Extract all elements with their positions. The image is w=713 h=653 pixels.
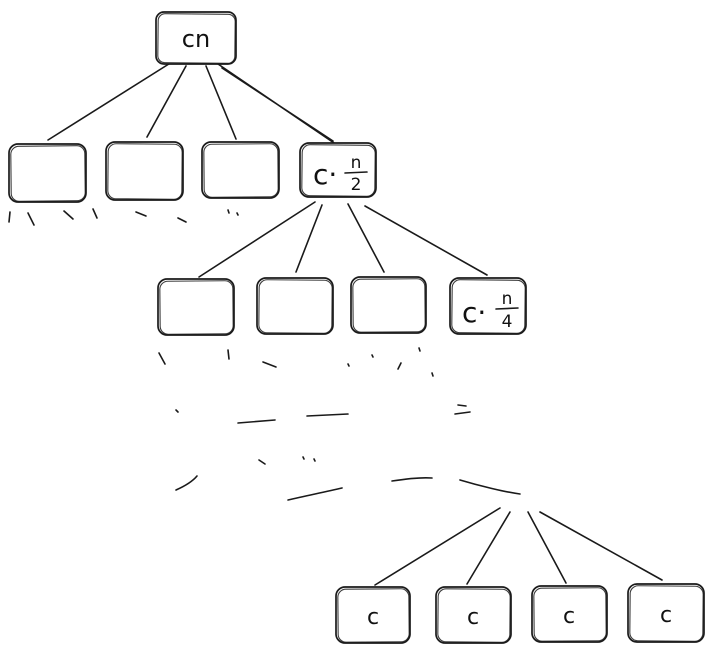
level2-node-4-denominator: 4 [502, 312, 513, 332]
leaf-node-2: c [435, 586, 512, 644]
level1-node-4-denominator: 2 [351, 175, 362, 195]
edges-root [47, 61, 338, 146]
level2-row: c· n 4 [157, 276, 527, 336]
level2-node-2 [256, 277, 334, 335]
edge-leaf-3 [527, 511, 567, 584]
leaf-row: c c c c [335, 583, 705, 644]
svg-text:c: c [563, 604, 575, 629]
level1-node-4: c· n 2 [299, 142, 377, 198]
level1-node-1 [8, 143, 87, 203]
svg-text:c: c [367, 605, 379, 630]
level2-node-4: c· n 4 [449, 277, 527, 335]
svg-text:c: c [660, 603, 672, 628]
leaf-node-3: c [531, 585, 608, 643]
edge-leaf-2 [466, 511, 511, 585]
root-label: cn [182, 25, 210, 53]
edge-root-4 [217, 63, 338, 146]
level1-node-3 [201, 141, 280, 199]
edge-leaf-4 [539, 511, 663, 581]
leaf-node-4: c [627, 583, 705, 643]
edge-root-2 [146, 65, 187, 138]
continuation-marks-level2 [158, 347, 471, 501]
level2-node-4-prefix: c· [462, 296, 486, 329]
edge-l1-4 [364, 205, 488, 276]
edge-l1-1 [198, 201, 316, 278]
svg-text:c: c [467, 605, 479, 630]
level2-node-1 [157, 278, 235, 336]
edge-l1-2 [295, 204, 323, 273]
edges-leaves [374, 479, 663, 586]
level1-row: c· n 2 [8, 141, 377, 203]
level1-node-4-numerator: n [351, 153, 362, 173]
edge-root-3 [205, 65, 237, 140]
leaf-node-1: c [335, 586, 411, 644]
level2-node-4-numerator: n [502, 289, 513, 309]
level1-node-2 [105, 141, 184, 201]
continuation-marks-level1 [8, 208, 239, 226]
edge-l1-3 [347, 203, 385, 273]
edge-root-1 [47, 61, 173, 141]
edge-leaf-merge [459, 479, 521, 495]
root-node: cn [155, 11, 237, 65]
level2-node-3 [350, 276, 427, 334]
edges-level1 [198, 201, 488, 278]
level1-node-4-prefix: c· [313, 158, 337, 191]
edge-leaf-1 [374, 507, 501, 586]
